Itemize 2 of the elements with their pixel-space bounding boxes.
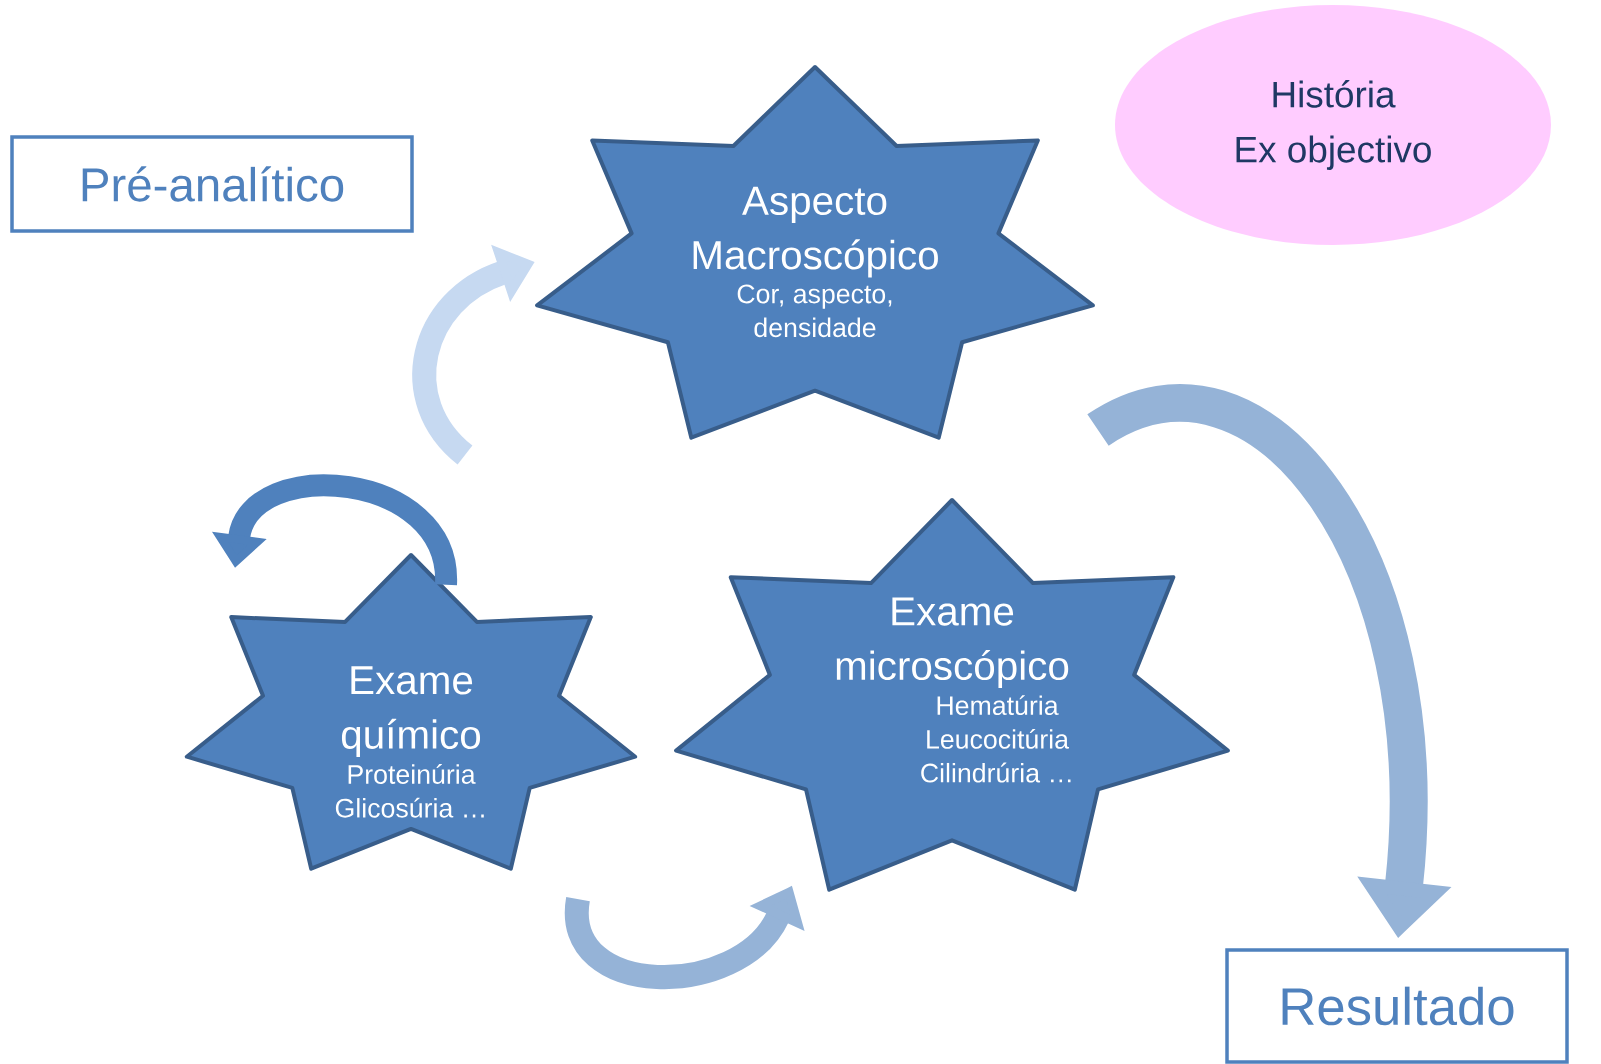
stage-box: Resultado bbox=[1225, 948, 1569, 1064]
stage-box: Pré-analítico bbox=[10, 135, 414, 233]
